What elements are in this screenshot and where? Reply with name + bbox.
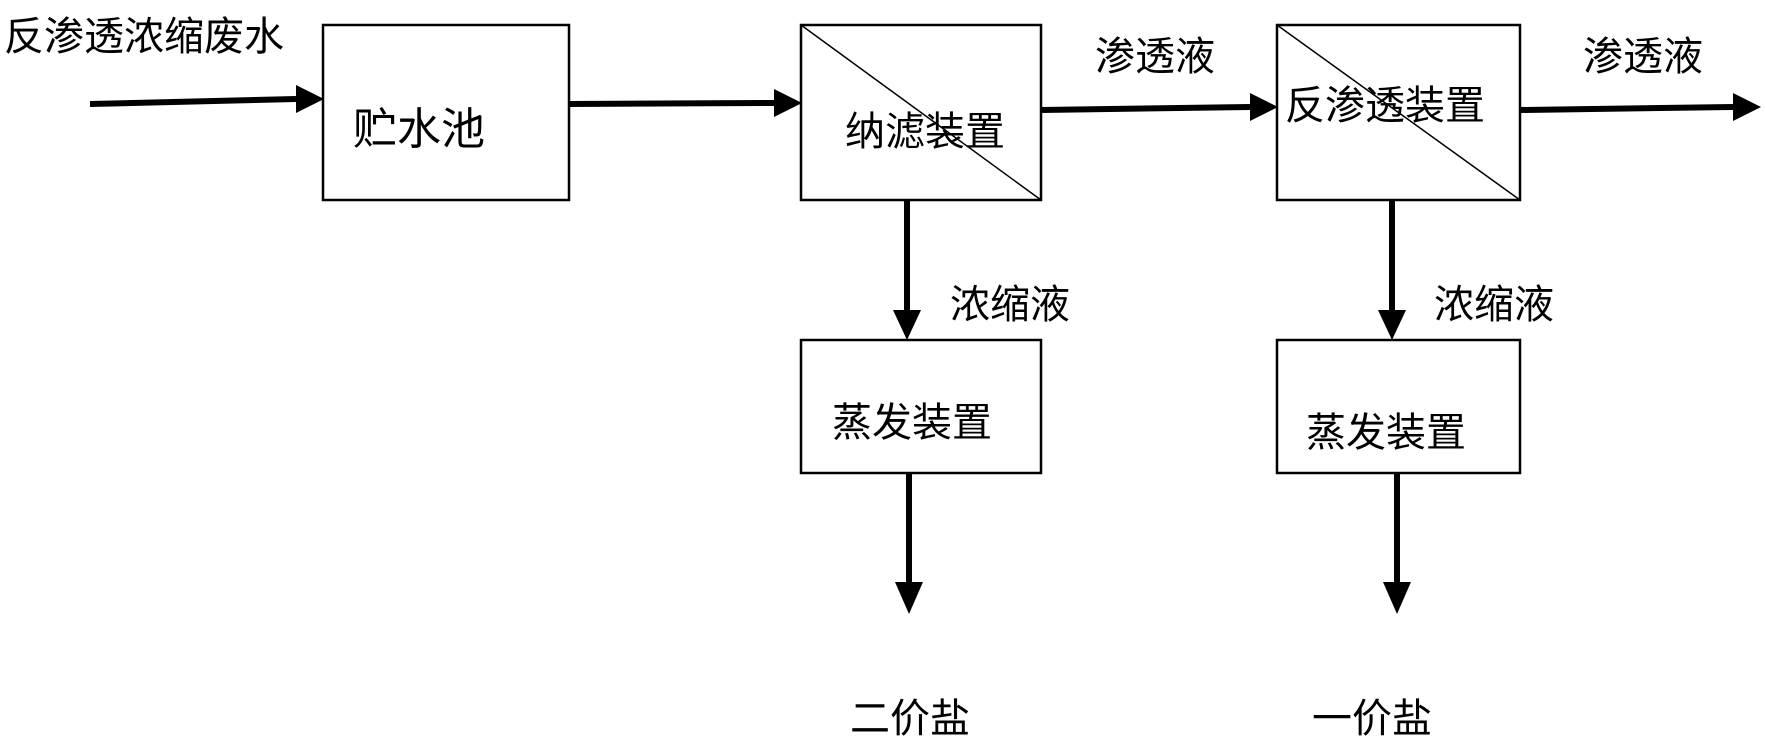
- monovalent-salt-label: 一价盐: [1312, 696, 1432, 742]
- reverse-osmosis-box: [1275, 23, 1522, 202]
- ro-permeate-arrow: [1519, 93, 1761, 121]
- nanofiltration-label: 纳滤装置: [845, 109, 1005, 155]
- evaporator-2-box: [1275, 338, 1522, 475]
- membrane-diagonal: [1276, 24, 1521, 201]
- nf-concentrate-arrow: [893, 200, 921, 340]
- input-label: 反渗透浓缩废水: [4, 14, 284, 60]
- reservoir-to-nf-arrow: [568, 89, 802, 117]
- reservoir-label: 贮水池: [353, 104, 485, 155]
- reverse-osmosis-label: 反渗透装置: [1285, 83, 1485, 129]
- nf-concentrate-label: 浓缩液: [950, 282, 1070, 328]
- nf-permeate-arrow: [1040, 93, 1278, 121]
- divalent-salt-label: 二价盐: [850, 696, 970, 742]
- nf-permeate-label: 渗透液: [1095, 34, 1215, 80]
- evaporator-1-label: 蒸发装置: [832, 400, 992, 446]
- ro-concentrate-arrow: [1378, 200, 1406, 340]
- inflow-arrow: [89, 85, 324, 113]
- reservoir-box: [321, 23, 571, 202]
- ro-concentrate-label: 浓缩液: [1434, 282, 1554, 328]
- nanofiltration-box: [799, 23, 1043, 202]
- membrane-diagonal: [800, 24, 1042, 201]
- evaporator-2-out-arrow: [1383, 473, 1411, 614]
- ro-permeate-label: 渗透液: [1583, 34, 1703, 80]
- evaporator-1-box: [799, 338, 1043, 475]
- evaporator-1-out-arrow: [895, 473, 923, 614]
- evaporator-2-label: 蒸发装置: [1306, 410, 1466, 456]
